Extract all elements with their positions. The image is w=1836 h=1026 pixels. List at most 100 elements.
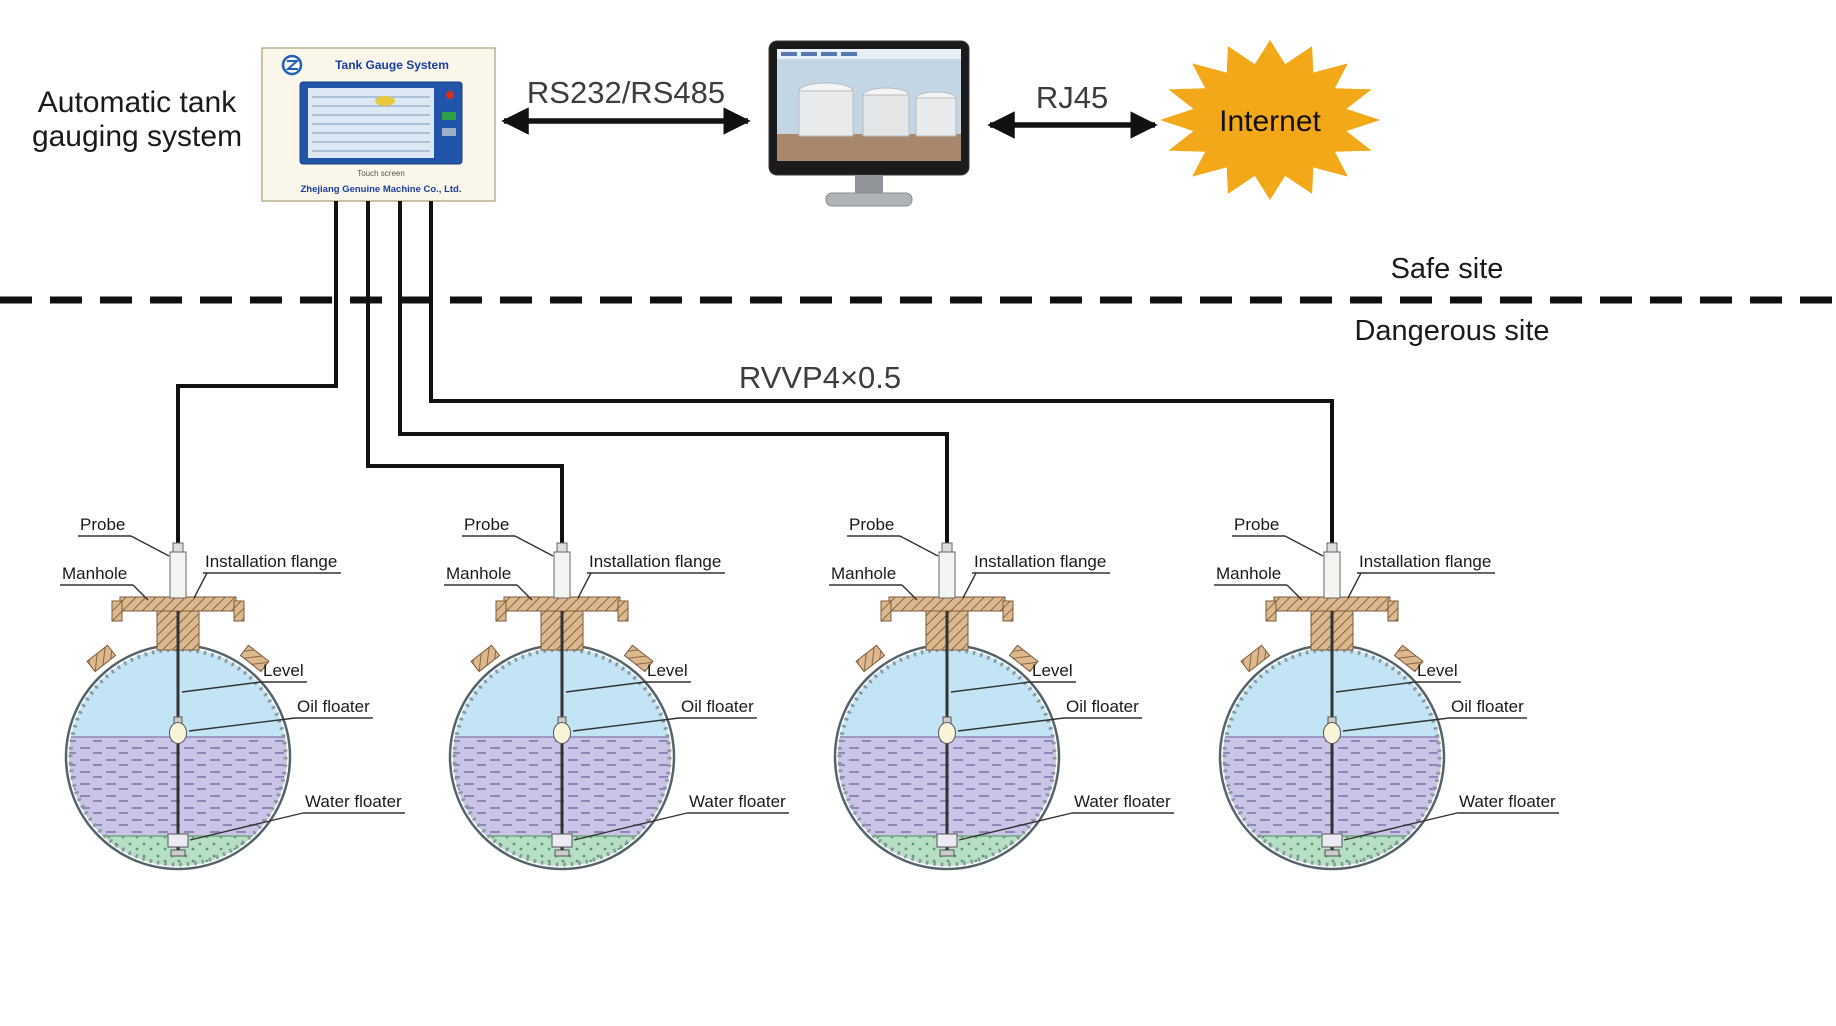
flange-leader (1347, 572, 1362, 599)
flange-bolt-right (233, 600, 245, 622)
water-floater-label: Water floater (689, 792, 786, 811)
probe-body (938, 551, 956, 599)
flange-bolt-right (1002, 600, 1014, 622)
flange-bolt-left (1265, 600, 1277, 622)
probe-leader (1284, 535, 1324, 557)
manhole-leader (132, 584, 149, 601)
level-label: Level (647, 661, 688, 680)
flange-bolt-right (1387, 600, 1399, 622)
water-floater-leader (958, 812, 1073, 841)
console-screen (308, 88, 434, 158)
cables (176, 201, 1334, 550)
oil-floater-label: Oil floater (681, 697, 754, 716)
water-floater-leader (1343, 812, 1458, 841)
internet-star-icon (1160, 40, 1380, 200)
serial-link: RS232/RS485 (501, 75, 751, 135)
console-screen-rows (312, 96, 430, 152)
oil-floater-label: Oil floater (1451, 697, 1524, 716)
monitor-stand (855, 175, 883, 193)
flange-bolt-left (495, 600, 507, 622)
serial-label: RS232/RS485 (527, 75, 725, 110)
cable-run-2 (366, 201, 564, 550)
console-company-label: Zhejiang Genuine Machine Co., Ltd. (301, 184, 462, 195)
cable-label: RVVP4×0.5 (739, 360, 901, 395)
monitor (768, 40, 970, 207)
dangerous-site-label: Dangerous site (1354, 315, 1549, 347)
right-nozzle (1393, 644, 1424, 673)
water-floater (167, 833, 189, 848)
tank-3: Probe Manhole Installation flange Level … (829, 515, 1174, 871)
oil-floater-label: Oil floater (1066, 697, 1139, 716)
tank-shell-rivets (837, 647, 1057, 867)
flange-label: Installation flange (205, 552, 337, 571)
lan-label: RJ45 (1036, 80, 1108, 115)
tank-annotations: Probe Manhole Installation flange Level … (444, 515, 789, 841)
page-title: Automatic tank gauging system (32, 86, 242, 153)
tank-1: Probe Manhole Installation flange Level … (60, 515, 405, 871)
installation-flange-plate (888, 596, 1006, 612)
oil-floater (169, 722, 187, 744)
oil-floater-leader (957, 717, 1065, 732)
flange-label: Installation flange (589, 552, 721, 571)
rod-bottom-stop (939, 849, 955, 857)
probe-label: Probe (1234, 515, 1279, 534)
level-leader (950, 681, 1031, 693)
left-nozzle (86, 644, 117, 673)
rod-bottom-stop (554, 849, 570, 857)
right-nozzle (1008, 644, 1039, 673)
console-green-lamp-icon (442, 112, 456, 120)
left-nozzle (1240, 644, 1271, 673)
probe-leader (130, 535, 170, 557)
console-title: Tank Gauge System (335, 58, 449, 72)
tank-annotations: Probe Manhole Installation flange Level … (829, 515, 1174, 841)
internet-cloud: Internet (1160, 40, 1380, 200)
cable-run-1 (176, 201, 338, 550)
probe-body (169, 551, 187, 599)
tank-shell-rivets (452, 647, 672, 867)
installation-flange-plate (1273, 596, 1391, 612)
oil-floater (553, 722, 571, 744)
tank-shell-rivets (1222, 647, 1442, 867)
manhole-label: Manhole (1216, 564, 1281, 583)
title-line-2: gauging system (32, 120, 242, 153)
rod-bottom-stop (170, 849, 186, 857)
tank-shell-rivets (68, 647, 288, 867)
water-floater-leader (573, 812, 688, 841)
tank-4: Probe Manhole Installation flange Level … (1214, 515, 1559, 871)
brand-logo-icon (281, 54, 303, 76)
manhole-leader (901, 584, 918, 601)
cable-run-3 (398, 201, 949, 550)
oil-floater (1323, 722, 1341, 744)
tank-annotations: Probe Manhole Installation flange Level … (60, 515, 405, 841)
level-leader (181, 681, 262, 693)
manhole-label: Manhole (831, 564, 896, 583)
internet-label: Internet (1219, 105, 1321, 138)
cable-run-4 (429, 201, 1334, 550)
level-leader (565, 681, 646, 693)
right-nozzle (623, 644, 654, 673)
water-floater (936, 833, 958, 848)
tank-annotations: Probe Manhole Installation flange Level … (1214, 515, 1559, 841)
water-floater (1321, 833, 1343, 848)
monitor-photo (777, 59, 961, 161)
right-nozzle (239, 644, 270, 673)
flange-leader (962, 572, 977, 599)
rod-bottom-stop (1324, 849, 1340, 857)
manhole-label: Manhole (62, 564, 127, 583)
water-floater-label: Water floater (1459, 792, 1556, 811)
flange-label: Installation flange (974, 552, 1106, 571)
probe-body (553, 551, 571, 599)
probe-label: Probe (464, 515, 509, 534)
oil-floater-leader (572, 717, 680, 732)
probe-body (1323, 551, 1341, 599)
flange-leader (193, 572, 208, 599)
water-floater (551, 833, 573, 848)
lan-link: RJ45 (987, 80, 1158, 139)
water-floater-label: Water floater (305, 792, 402, 811)
console-screen-highlight (375, 96, 395, 106)
console-touch-label: Touch screen (357, 169, 405, 178)
level-label: Level (1417, 661, 1458, 680)
console-button-icon (442, 128, 456, 136)
